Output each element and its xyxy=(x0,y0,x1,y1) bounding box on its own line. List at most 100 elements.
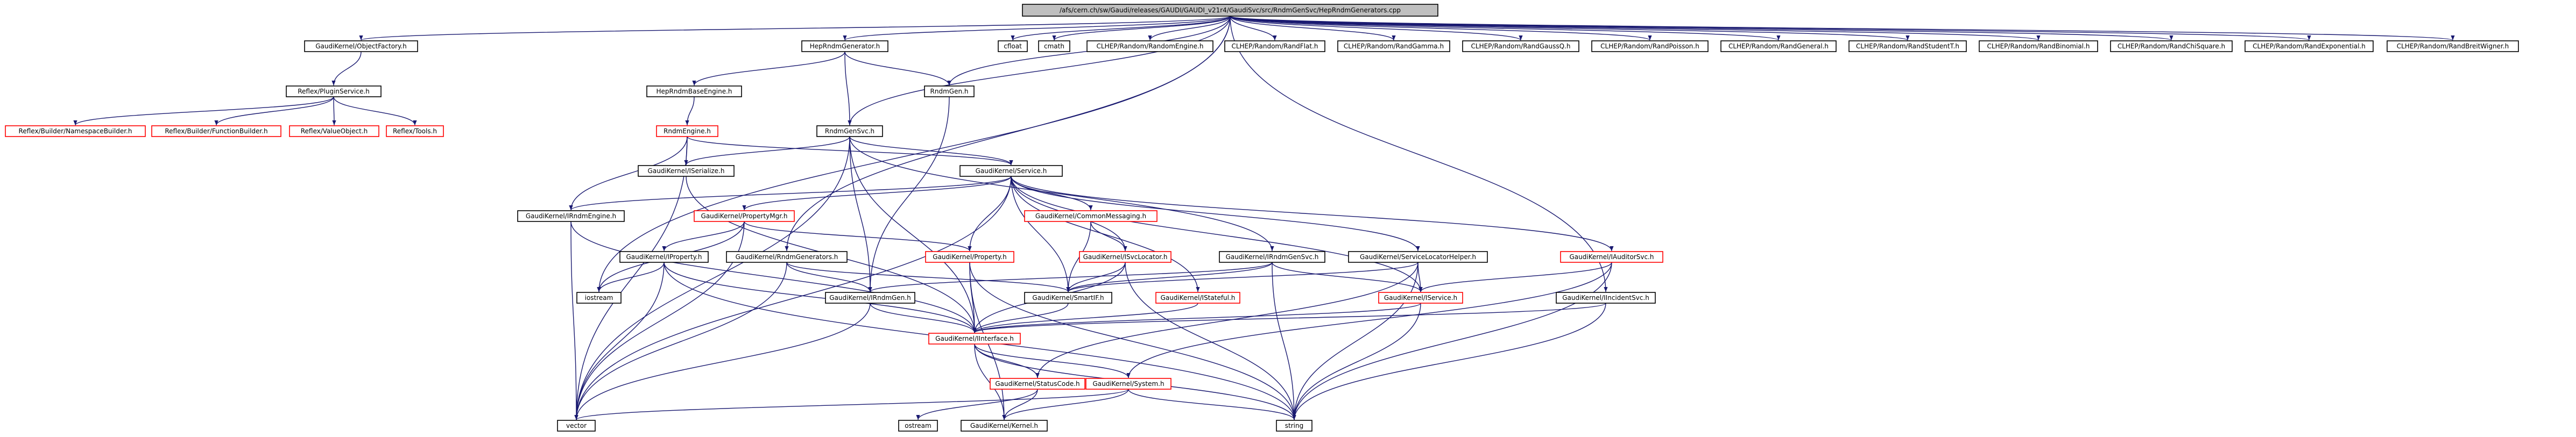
node-label: string xyxy=(1285,422,1303,429)
node-cmath[interactable]: cmath xyxy=(1038,40,1070,52)
node-randflat[interactable]: CLHEP/Random/RandFlat.h xyxy=(1224,40,1325,52)
edge-iauditorsvc-to-string xyxy=(1292,262,1612,420)
node-label: Reflex/Builder/NamespaceBuilder.h xyxy=(19,127,132,135)
edge-root-to-randgeneral xyxy=(1230,16,1781,41)
edge-service-to-commsg xyxy=(1011,176,1093,211)
node-box xyxy=(959,165,1063,177)
edge-irndmgens-to-vector xyxy=(574,262,787,420)
node-rndmgen[interactable]: RndmGen.h xyxy=(924,85,975,97)
node-randbw[interactable]: CLHEP/Random/RandBreitWigner.h xyxy=(2387,40,2519,52)
node-box xyxy=(557,420,596,432)
node-iinterface[interactable]: GaudiKernel/IInterface.h xyxy=(928,333,1021,345)
edge-system-to-string xyxy=(1128,389,1296,420)
node-iostream[interactable]: iostream xyxy=(576,292,622,304)
node-valueobj[interactable]: Reflex/ValueObject.h xyxy=(289,125,379,137)
node-nsbuilder[interactable]: Reflex/Builder/NamespaceBuilder.h xyxy=(5,125,146,137)
node-isvclocator[interactable]: GaudiKernel/ISvcLocator.h xyxy=(1079,251,1171,263)
edge-system-to-kernel xyxy=(1002,389,1129,420)
node-istateful[interactable]: GaudiKernel/IStateful.h xyxy=(1155,292,1240,304)
node-property[interactable]: GaudiKernel/Property.h xyxy=(925,251,1014,263)
node-label: CLHEP/Random/RandStudentT.h xyxy=(1856,42,1959,50)
node-box xyxy=(998,40,1028,52)
node-box xyxy=(151,125,281,137)
node-label: GaudiKernel/IRndmEngine.h xyxy=(526,212,616,220)
node-rndmengine[interactable]: RndmEngine.h xyxy=(656,125,718,137)
node-svclochelper[interactable]: GaudiKernel/ServiceLocatorHelper.h xyxy=(1348,251,1488,263)
node-label: HepRndmBaseEngine.h xyxy=(656,88,732,95)
edge-pluginsvc-to-tools xyxy=(333,96,417,126)
node-root[interactable]: /afs/cern.ch/sw/Gaudi/releases/GAUDI/GAU… xyxy=(1022,4,1438,17)
node-irndmgensvc[interactable]: GaudiKernel/IRndmGenSvc.h xyxy=(1219,251,1325,263)
node-randstudent[interactable]: CLHEP/Random/RandStudentT.h xyxy=(1848,40,1967,52)
node-propmgr[interactable]: GaudiKernel/PropertyMgr.h xyxy=(694,210,795,222)
node-hepgen[interactable]: HepRndmGenerator.h xyxy=(801,40,888,52)
edge-service-to-irndmengine xyxy=(569,176,1012,211)
edge-property-to-string xyxy=(969,262,1296,420)
edge-root-to-randgaussq xyxy=(1230,16,1523,41)
node-box xyxy=(619,251,709,263)
node-box xyxy=(925,251,1014,263)
edge-root-to-randexp xyxy=(1230,16,2311,41)
node-tools[interactable]: Reflex/Tools.h xyxy=(386,125,444,137)
edge-rndmgensvc-to-vector xyxy=(574,136,850,420)
edge-root-to-randengine xyxy=(1148,16,1231,41)
node-label: GaudiKernel/CommonMessaging.h xyxy=(1035,212,1146,220)
node-iserialize[interactable]: GaudiKernel/ISerialize.h xyxy=(638,165,735,177)
node-randengine[interactable]: CLHEP/Random/RandomEngine.h xyxy=(1086,40,1213,52)
node-randexp[interactable]: CLHEP/Random/RandExponential.h xyxy=(2245,40,2374,52)
edge-root-to-cmath xyxy=(1052,16,1231,41)
node-box xyxy=(304,40,418,52)
node-box xyxy=(825,292,915,304)
node-commsg[interactable]: GaudiKernel/CommonMessaging.h xyxy=(1024,210,1158,222)
node-pluginsvc[interactable]: Reflex/PluginService.h xyxy=(286,85,382,97)
edge-pluginsvc-to-nsbuilder xyxy=(73,96,334,126)
node-box xyxy=(801,40,888,52)
node-randpoisson[interactable]: CLHEP/Random/RandPoisson.h xyxy=(1591,40,1709,52)
edge-root-to-randstudent xyxy=(1230,16,1910,41)
edge-irndmgen-to-vector xyxy=(574,303,871,420)
edge-iinterface-to-statuscode xyxy=(974,343,1040,378)
node-string[interactable]: string xyxy=(1276,420,1312,432)
node-service[interactable]: GaudiKernel/Service.h xyxy=(959,165,1063,177)
node-cfloat[interactable]: cfloat xyxy=(998,40,1028,52)
node-ostream[interactable]: ostream xyxy=(898,420,938,432)
node-irndmgens[interactable]: GaudiKernel/RndmGenerators.h xyxy=(726,251,848,263)
node-irndmengine[interactable]: GaudiKernel/IRndmEngine.h xyxy=(517,210,625,222)
node-label: CLHEP/Random/RandGamma.h xyxy=(1344,42,1444,50)
node-randgeneral[interactable]: CLHEP/Random/RandGeneral.h xyxy=(1720,40,1837,52)
node-box xyxy=(1337,40,1450,52)
node-label: GaudiKernel/Kernel.h xyxy=(970,422,1038,429)
node-smartif[interactable]: GaudiKernel/SmartIF.h xyxy=(1024,292,1112,304)
node-randgamma[interactable]: CLHEP/Random/RandGamma.h xyxy=(1337,40,1450,52)
node-label: CLHEP/Random/RandChiSquare.h xyxy=(2118,42,2225,50)
node-randgaussq[interactable]: CLHEP/Random/RandGaussQ.h xyxy=(1462,40,1579,52)
node-label: GaudiKernel/ISerialize.h xyxy=(648,167,725,175)
edge-smartif-to-iinterface xyxy=(972,303,1069,333)
node-iproperty[interactable]: GaudiKernel/IProperty.h xyxy=(619,251,709,263)
node-box xyxy=(2387,40,2519,52)
node-label: RndmEngine.h xyxy=(664,127,711,135)
node-box xyxy=(961,420,1048,432)
node-hepbase[interactable]: HepRndmBaseEngine.h xyxy=(646,85,742,97)
edge-propmgr-to-property xyxy=(744,221,972,252)
node-randchisq[interactable]: CLHEP/Random/RandChiSquare.h xyxy=(2110,40,2233,52)
node-rndmgensvc[interactable]: RndmGenSvc.h xyxy=(816,125,883,137)
node-box xyxy=(1038,40,1070,52)
node-randbinomial[interactable]: CLHEP/Random/RandBinomial.h xyxy=(1979,40,2098,52)
edge-hepgen-to-rndmgensvc xyxy=(844,51,852,126)
edge-service-to-property xyxy=(968,176,1012,252)
edge-root-to-randbinomial xyxy=(1230,16,2040,41)
node-kernel[interactable]: GaudiKernel/Kernel.h xyxy=(961,420,1048,432)
node-vector[interactable]: vector xyxy=(557,420,596,432)
node-system[interactable]: GaudiKernel/System.h xyxy=(1085,378,1171,390)
node-objfactory[interactable]: GaudiKernel/ObjectFactory.h xyxy=(304,40,418,52)
node-label: GaudiKernel/IStateful.h xyxy=(1161,294,1236,302)
node-fnbuilder[interactable]: Reflex/Builder/FunctionBuilder.h xyxy=(151,125,281,137)
node-iauditorsvc[interactable]: GaudiKernel/IAuditorSvc.h xyxy=(1560,251,1663,263)
edge-iproperty-to-vector xyxy=(574,262,665,420)
node-iincidentsvc[interactable]: GaudiKernel/IIncidentSvc.h xyxy=(1556,292,1656,304)
node-iservice[interactable]: GaudiKernel/IService.h xyxy=(1378,292,1463,304)
node-statuscode[interactable]: GaudiKernel/StatusCode.h xyxy=(990,378,1085,390)
edge-rndmengine-to-irndmengine xyxy=(569,136,688,211)
node-irndmgen[interactable]: GaudiKernel/IRndmGen.h xyxy=(825,292,915,304)
